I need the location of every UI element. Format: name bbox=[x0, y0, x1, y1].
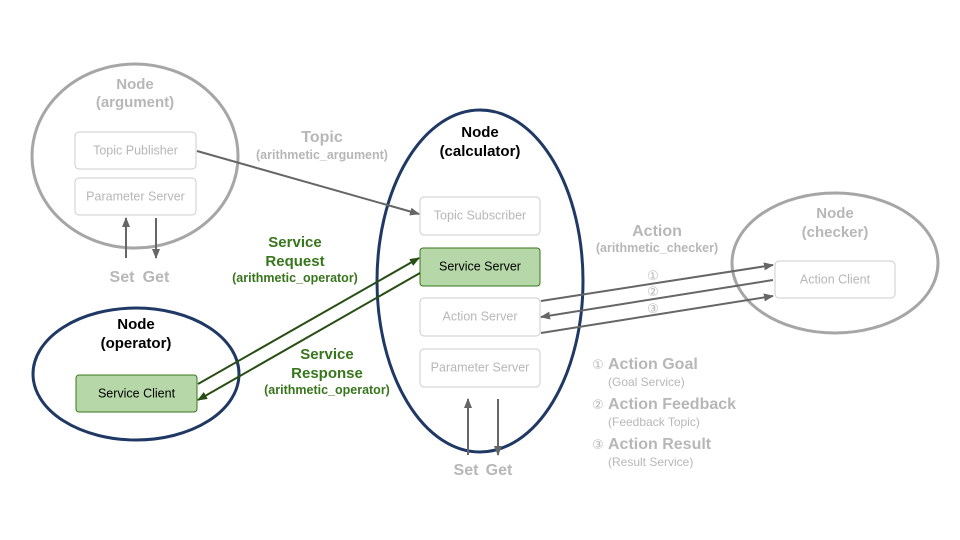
legend-sub-2: (Feedback Topic) bbox=[608, 415, 700, 429]
node-argument-title: Node bbox=[116, 76, 154, 93]
node-argument-subtitle: (argument) bbox=[96, 94, 174, 111]
service-client-label: Service Client bbox=[98, 386, 176, 400]
node-calculator-title: Node bbox=[461, 124, 499, 141]
parameter-server-box-calculator[interactable]: Parameter Server bbox=[419, 348, 541, 388]
topic-sublabel: (arithmetic_argument) bbox=[256, 148, 388, 162]
service-client-box[interactable]: Service Client bbox=[75, 374, 198, 413]
topic-label: Topic bbox=[301, 129, 343, 146]
action-sublabel: (arithmetic_checker) bbox=[596, 241, 718, 255]
node-checker-ellipse bbox=[730, 191, 940, 335]
service-response-label-2: Response bbox=[291, 365, 363, 382]
action-result-arrow bbox=[540, 293, 774, 334]
set-label-argument: Set bbox=[110, 269, 136, 286]
topic-publisher-label: Topic Publisher bbox=[93, 143, 178, 157]
action-num-2: ② bbox=[647, 285, 659, 300]
parameter-server-label-argument: Parameter Server bbox=[86, 189, 185, 203]
legend-title-1: Action Goal bbox=[608, 356, 698, 373]
legend-num-2: ② bbox=[592, 398, 604, 413]
legend-sub-3: (Result Service) bbox=[608, 455, 693, 469]
legend-title-2: Action Feedback bbox=[608, 396, 736, 413]
topic-subscriber-label: Topic Subscriber bbox=[434, 208, 526, 222]
action-goal-arrow bbox=[540, 262, 774, 302]
node-argument-ellipse bbox=[30, 62, 240, 250]
service-request-label-1: Service bbox=[268, 234, 321, 251]
parameter-server-label-calculator: Parameter Server bbox=[431, 360, 530, 374]
legend: ① Action Goal (Goal Service) ② Action Fe… bbox=[592, 356, 736, 469]
set-label-calculator: Set bbox=[454, 462, 480, 479]
node-operator-subtitle: (operator) bbox=[101, 335, 172, 352]
node-argument: Node (argument) Topic Publisher Paramete… bbox=[30, 62, 240, 250]
topic-publisher-box[interactable]: Topic Publisher bbox=[74, 131, 197, 170]
action-server-box[interactable]: Action Server bbox=[419, 297, 541, 337]
service-response-sublabel: (arithmetic_operator) bbox=[264, 383, 390, 397]
node-operator-ellipse bbox=[31, 306, 241, 442]
service-response-label-1: Service bbox=[300, 346, 353, 363]
action-label: Action bbox=[632, 223, 682, 240]
legend-num-3: ③ bbox=[592, 438, 604, 453]
action-client-label: Action Client bbox=[800, 272, 871, 286]
action-client-box[interactable]: Action Client bbox=[774, 260, 896, 299]
node-checker: Node (checker) Action Client bbox=[730, 191, 940, 335]
legend-title-3: Action Result bbox=[608, 436, 712, 453]
topic-arrow bbox=[196, 150, 420, 216]
service-request-sublabel: (arithmetic_operator) bbox=[232, 271, 358, 285]
get-label-calculator: Get bbox=[486, 462, 513, 479]
node-checker-title: Node bbox=[816, 205, 854, 222]
action-server-label: Action Server bbox=[442, 309, 517, 323]
action-num-3: ③ bbox=[647, 302, 659, 317]
service-server-label: Service Server bbox=[439, 259, 521, 273]
node-operator-title: Node bbox=[117, 316, 155, 333]
service-response-arrow bbox=[197, 272, 421, 401]
parameter-server-box-argument[interactable]: Parameter Server bbox=[74, 177, 197, 216]
topic-subscriber-box[interactable]: Topic Subscriber bbox=[419, 196, 541, 236]
service-request-arrow bbox=[197, 257, 420, 385]
node-checker-subtitle: (checker) bbox=[802, 224, 869, 241]
legend-num-1: ① bbox=[592, 358, 604, 373]
action-num-1: ① bbox=[647, 269, 659, 284]
node-calculator-subtitle: (calculator) bbox=[440, 143, 521, 160]
get-label-argument: Get bbox=[143, 269, 170, 286]
legend-sub-1: (Goal Service) bbox=[608, 375, 685, 389]
action-feedback-arrow bbox=[540, 279, 774, 320]
service-request-label-2: Request bbox=[265, 253, 324, 270]
service-server-box[interactable]: Service Server bbox=[419, 247, 541, 287]
node-operator: Node (operator) Service Client bbox=[31, 306, 241, 442]
